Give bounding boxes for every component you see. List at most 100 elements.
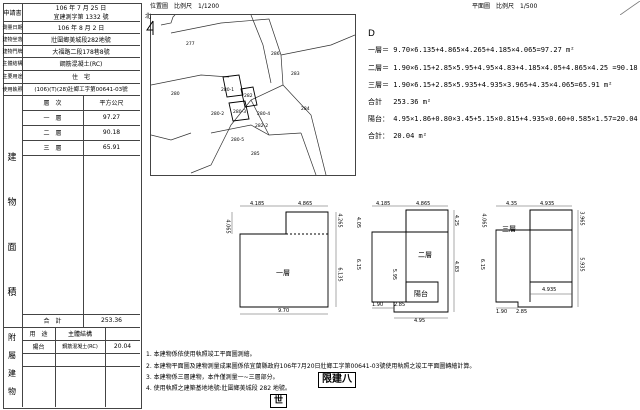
dim-label: 5.935 (578, 257, 585, 272)
dim-label: 6.15 (479, 258, 486, 271)
parcel-number: 280-3 (233, 109, 246, 115)
attach-struct-header: 主體結構 (67, 331, 92, 338)
approval-stamp: 限建八 (318, 372, 356, 388)
dim-label: 3.965 (578, 211, 585, 226)
dim-label: 4.265 (336, 213, 343, 228)
dim-label: 2.85 (516, 309, 528, 315)
calc-formula: 9.70×6.135+4.865×4.265+4.185×4.065=97.27… (393, 46, 575, 54)
north-arrow-icon (145, 20, 157, 36)
dim-label: 4.065 (480, 213, 487, 228)
dim-label: 4.185 (250, 201, 265, 207)
calc-floor: 二層 (368, 64, 382, 72)
dim-label: 4.865 (416, 201, 431, 207)
plan-3-label: 三層 (502, 225, 516, 233)
dim-label: 2.85 (394, 302, 406, 308)
note-line: 4. 使用執照之建築基地地號:壯圍鄉美城段 282 地號。 (146, 385, 291, 392)
total-label: 合 計 (43, 318, 62, 325)
dim-label: 4.83 (453, 260, 460, 273)
use-label: 主要用途 (2, 74, 23, 80)
dim-label: 4.935 (542, 287, 557, 293)
side-label-char: 建 (7, 153, 17, 163)
attach-struct-value: 鋼筋混凝土(RC) (62, 344, 98, 350)
floor-3-area: 65.91 (102, 144, 121, 151)
dim-label: 6.135 (336, 267, 343, 282)
side-label-char: 物 (8, 387, 16, 396)
side-label-char: 建 (8, 369, 16, 378)
floor-1-area: 97.27 (102, 114, 121, 121)
side-label-char: 面 (7, 243, 17, 253)
dim-label: 4.065 (224, 219, 231, 234)
plan-1-label: 一層 (276, 269, 290, 277)
dim-label: 4.935 (540, 201, 555, 207)
col-area-header: 平方公尺 (99, 100, 124, 107)
calc-formula: 1.90×6.15+2.85×5.935+4.935×3.965+4.35×4.… (393, 81, 613, 89)
structure-label: 主體結構 (2, 61, 23, 67)
parcel-number: 280-2 (211, 111, 224, 117)
calc-floor: 合計 (368, 132, 382, 140)
parcel-number: 282 (244, 93, 253, 99)
total-value: 253.36 (101, 317, 122, 324)
calc-floor: 三層 (368, 81, 382, 89)
floor-plan-1: 4.185 4.865 4.065 4.265 6.135 9.70 一層 (224, 201, 348, 317)
dim-label: 9.70 (278, 308, 290, 314)
note-line: 1. 本建物係依使用執照竣工平面圖測繪。 (146, 351, 256, 358)
apply-date-value: 106 年 7 月 25 日 (55, 5, 107, 12)
address-value: 大福路二段178巷8號 (52, 48, 110, 56)
side-label-char: 物 (7, 198, 17, 208)
location-map-title: 位置圖 比例尺 1/1200 (150, 3, 220, 10)
attach-use-header: 用 途 (29, 331, 48, 338)
dim-label: 4.25 (453, 214, 460, 227)
building-info-table (3, 3, 142, 409)
apply-date-label: 申請書 (3, 9, 22, 17)
plan-2-label: 二層 (418, 251, 432, 259)
note-line: 3. 本建物係三層建物，本件僅測量一~三層部分。 (146, 374, 279, 381)
parcel-number: 286 (271, 51, 280, 57)
calc-formula: 253.36 m² (393, 98, 432, 106)
dim-label: 1.90 (372, 302, 384, 308)
dim-label: 4.865 (298, 201, 313, 207)
dim-label: 4.35 (506, 201, 518, 207)
permit-value: 宜建測字第 1332 號 (53, 14, 109, 21)
side-label-char: 屬 (8, 351, 16, 360)
floor-plan-2: 4.185 4.865 4.05 4.25 5.95 6.15 4.83 1.9… (355, 201, 468, 327)
calc-floor: 陽台 (368, 115, 382, 123)
parcel-number: 285 (251, 151, 260, 157)
plan-2-balcony-label: 陽台 (414, 290, 428, 298)
corner-fold (619, 0, 640, 16)
parcel-number: 283 (291, 71, 300, 77)
dim-label: 4.05 (355, 216, 362, 229)
floor-3-name: 三 層 (43, 145, 62, 152)
parcel-number: 284 (301, 106, 310, 112)
parcel-number: 280 (171, 91, 180, 97)
use-value: 住 宅 (71, 74, 90, 81)
dim-label: 4.185 (376, 201, 391, 207)
dim-label: 5.95 (391, 268, 398, 281)
structure-value: 鋼筋混凝土(RC) (59, 61, 103, 68)
col-level-header: 層 次 (43, 100, 62, 107)
calc-floor: 一層 (368, 46, 382, 54)
dim-label: 6.15 (355, 258, 362, 271)
calc-formula: 20.04 m² (393, 132, 427, 140)
note-line: 2. 本建物平面圖及建物測量成果圖係依宜蘭縣政府106年7月20日壯鄉工字第00… (146, 363, 476, 370)
floor-2-name: 二 層 (43, 130, 62, 137)
floor-plan-3: 4.35 4.935 4.065 3.965 6.15 5.935 1.90 2… (479, 201, 602, 327)
attach-use-value: 陽台 (32, 344, 45, 351)
survey-date-label: 測量日期 (2, 24, 23, 31)
calc-floor: 合計 (368, 98, 382, 106)
parcel-number: 280-4 (257, 111, 270, 117)
address-label: 建物門牌 (2, 48, 23, 55)
survey-date-value: 106 年 8 月 2 日 (57, 24, 105, 32)
dim-label: 1.90 (496, 309, 508, 315)
license-label: 使用執照 (2, 86, 23, 93)
parcel-label: 建物坐落 (2, 36, 23, 43)
side-label-char: 附 (8, 333, 16, 342)
attach-area-value: 20.04 (113, 343, 132, 350)
plan-title: 平面圖 比例尺 1/500 (472, 3, 538, 10)
parcel-value: 壯圍鄉美城段282地號 (51, 36, 111, 44)
calc-label: D (368, 29, 375, 39)
parcel-number: 280-1 (221, 87, 234, 93)
license-value: (106)(T)(28)壯鄉工字第00641-03號 (34, 87, 128, 93)
parcel-number: 277 (186, 41, 195, 47)
dim-label: 4.95 (414, 318, 426, 324)
location-map: 277 280 280-1 280-2 282 280-3 280-4 283 … (150, 14, 356, 176)
